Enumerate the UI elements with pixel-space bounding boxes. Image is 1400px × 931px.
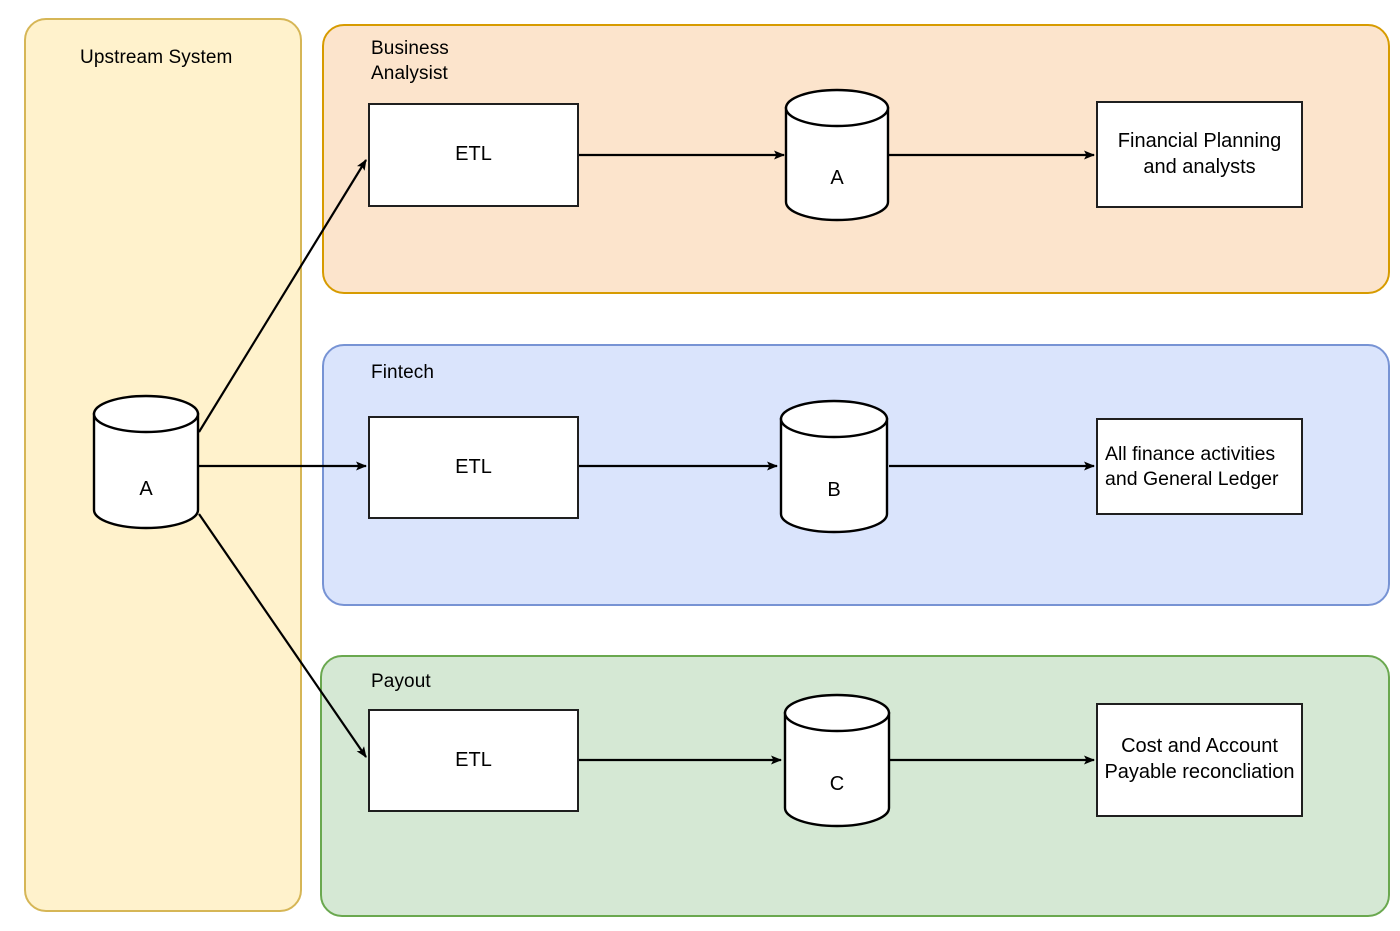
lane-payout-label: Payout: [371, 671, 431, 692]
lane-fintech-label: Fintech: [371, 362, 435, 383]
node-fintech-database-label: B: [827, 479, 841, 501]
node-business-output[interactable]: Financial Planning and analysts: [1096, 101, 1303, 208]
node-fintech-etl[interactable]: ETL: [368, 416, 579, 519]
node-business-etl[interactable]: ETL: [368, 103, 579, 207]
node-fintech-output[interactable]: All finance activities and General Ledge…: [1096, 418, 1303, 515]
node-payout-etl[interactable]: ETL: [368, 709, 579, 812]
lane-upstream-system-label: Upstream System: [80, 47, 233, 68]
node-business-database[interactable]: A: [784, 88, 890, 222]
node-fintech-database[interactable]: B: [779, 399, 889, 534]
node-payout-database[interactable]: C: [783, 693, 891, 828]
node-business-database-label: A: [830, 167, 844, 189]
node-payout-database-label: C: [829, 773, 845, 795]
lane-business-analysist-label: Business Analysist: [371, 38, 449, 85]
node-source-database-label: A: [139, 478, 153, 500]
node-payout-output[interactable]: Cost and Account Payable reconcliation: [1096, 703, 1303, 817]
node-source-database[interactable]: A: [92, 394, 200, 530]
